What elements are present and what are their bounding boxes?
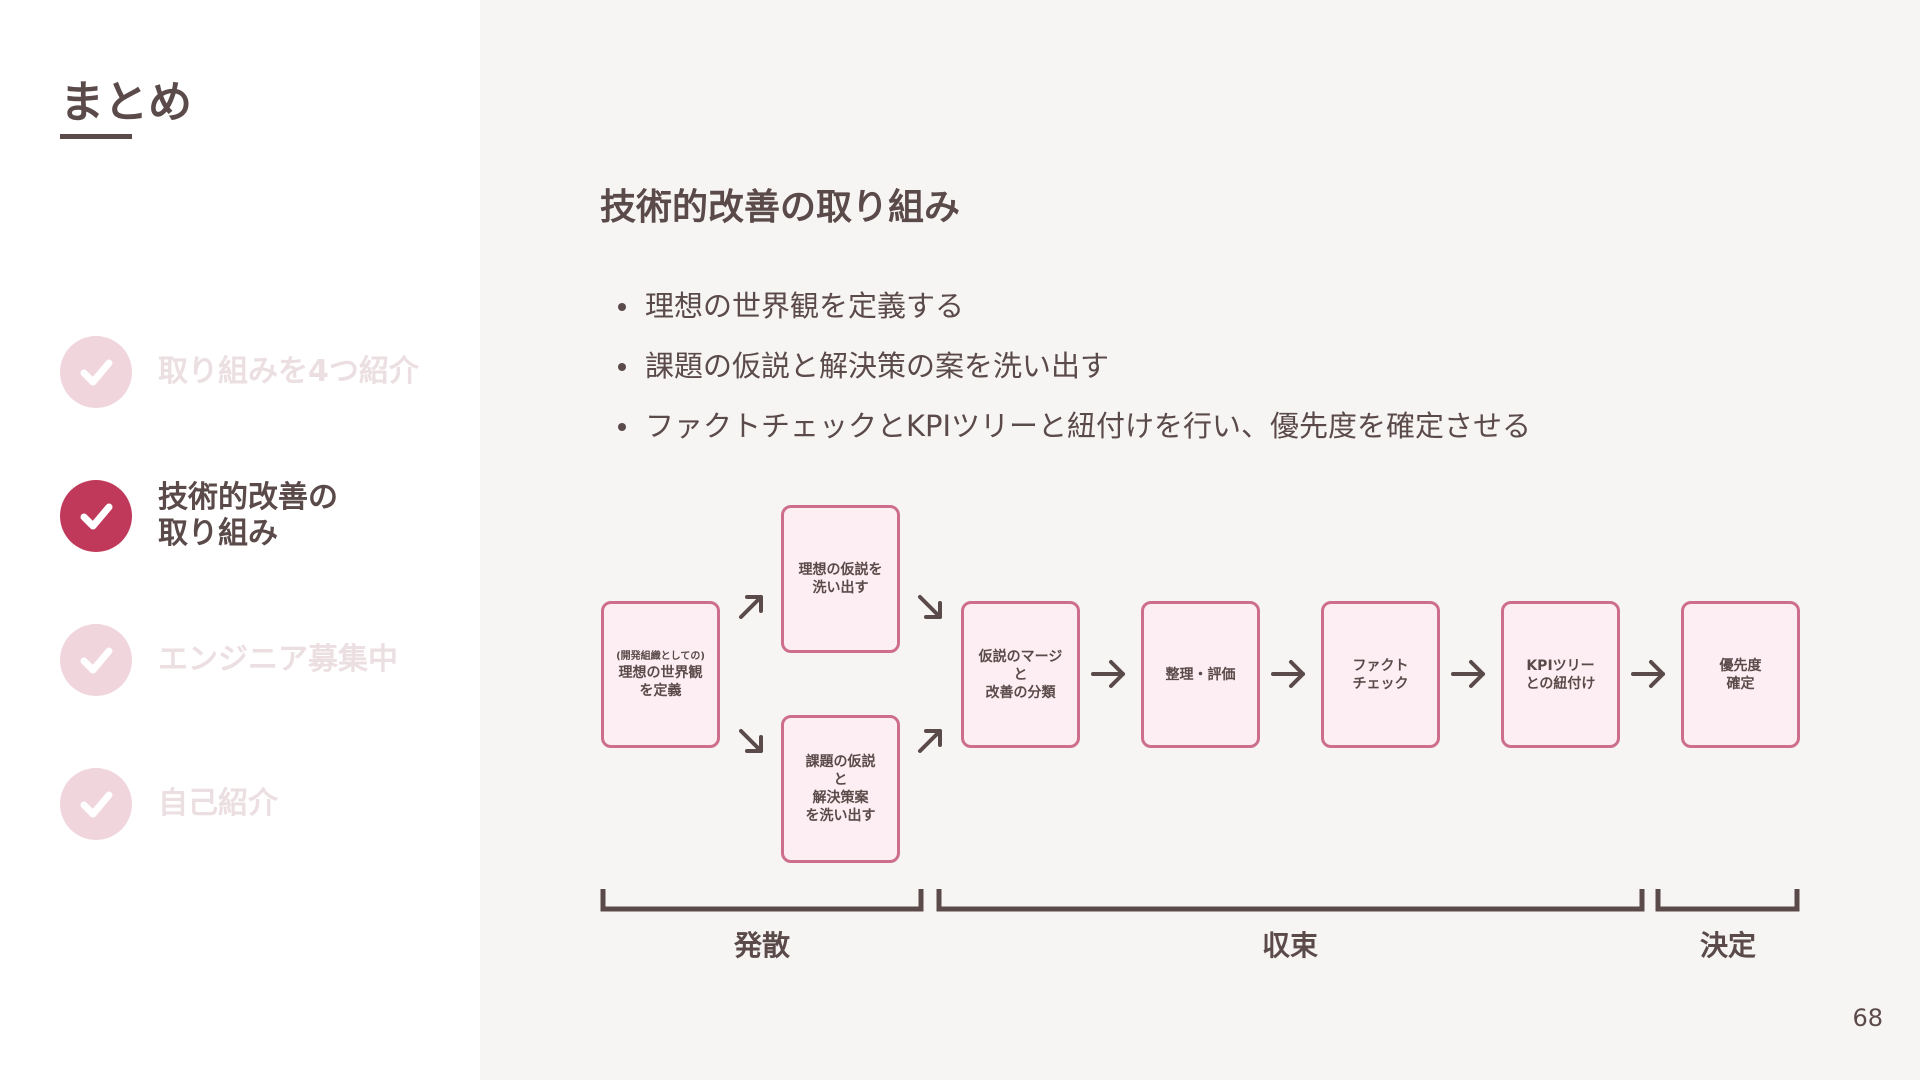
- check-circle-icon: [60, 768, 132, 840]
- node-line: と: [833, 772, 848, 788]
- sidebar: まとめ 取り組みを4つ紹介 技術的改善の 取り組み エンジニア募集中 自己紹介: [0, 0, 480, 1080]
- phase-label-diverge: 発散: [733, 929, 790, 962]
- node-line: 洗い出す: [812, 580, 869, 596]
- arrow-icon: [1271, 660, 1305, 688]
- node-define-ideal-world: (開発組織としての) 理想の世界観 を定義: [601, 601, 720, 748]
- node-merge-classify: 仮説のマージ と 改善の分類: [961, 601, 1080, 748]
- node-line: 理想の世界観: [618, 664, 703, 681]
- bullet-item: 理想の世界観を定義する: [610, 276, 1531, 336]
- node-line: KPIツリー: [1526, 657, 1595, 674]
- bracket-diverge: [600, 889, 924, 912]
- node-line: を定義: [639, 682, 682, 699]
- arrow-icon: [1451, 660, 1485, 688]
- bullet-list: 理想の世界観を定義する 課題の仮説と解決策の案を洗い出す ファクトチェックとKP…: [610, 276, 1531, 456]
- nav-label: 技術的改善の 取り組み: [158, 480, 338, 551]
- bracket-converge: [936, 889, 1645, 912]
- main-panel: [480, 0, 1920, 1080]
- node-note: (開発組織としての): [616, 650, 705, 662]
- node-line: を洗い出す: [805, 808, 876, 824]
- nav-item-tech-improvement[interactable]: 技術的改善の 取り組み: [60, 480, 338, 552]
- node-line: 確定: [1726, 675, 1755, 692]
- node-priority-confirm: 優先度 確定: [1681, 601, 1800, 748]
- section-title: 技術的改善の取り組み: [600, 187, 961, 228]
- check-circle-icon: [60, 624, 132, 696]
- nav-item-hiring[interactable]: エンジニア募集中: [60, 624, 398, 696]
- node-organize-evaluate: 整理・評価: [1141, 601, 1260, 748]
- check-circle-icon: [60, 480, 132, 552]
- nav-item-self-intro[interactable]: 自己紹介: [60, 768, 278, 840]
- arrow-icon: [739, 595, 763, 619]
- title-underline: [60, 134, 132, 139]
- node-line: 課題の仮説: [805, 754, 876, 770]
- nav-label: 自己紹介: [158, 786, 278, 821]
- sidebar-title: まとめ: [60, 77, 192, 128]
- bracket-decide: [1655, 889, 1800, 912]
- node-line: 優先度: [1719, 657, 1762, 674]
- page-number: 68: [1852, 1004, 1883, 1032]
- node-kpi-link: KPIツリー との紐付け: [1501, 601, 1620, 748]
- node-issue-hypothesis: 課題の仮説 と 解決策案 を洗い出す: [781, 715, 900, 863]
- node-line: 改善の分類: [985, 684, 1056, 701]
- arrow-icon: [1091, 660, 1125, 688]
- nav-label: エンジニア募集中: [158, 642, 398, 677]
- node-fact-check: ファクト チェック: [1321, 601, 1440, 748]
- node-line: との紐付け: [1525, 675, 1596, 692]
- arrow-icon: [918, 595, 942, 619]
- arrow-icon: [739, 729, 763, 753]
- nav-label: 取り組みを4つ紹介: [158, 354, 419, 389]
- node-line: 仮説のマージ: [978, 648, 1063, 665]
- node-line: 解決策案: [812, 790, 869, 806]
- phase-label-converge: 収束: [1261, 929, 1318, 962]
- nav-item-intro-four[interactable]: 取り組みを4つ紹介: [60, 336, 419, 408]
- node-line: 整理・評価: [1165, 666, 1236, 683]
- check-circle-icon: [60, 336, 132, 408]
- node-line: と: [1013, 666, 1028, 683]
- phase-label-decide: 決定: [1699, 929, 1756, 962]
- node-line: ファクト: [1352, 657, 1409, 674]
- bullet-item: ファクトチェックとKPIツリーと紐付けを行い、優先度を確定させる: [610, 396, 1531, 456]
- node-line: 理想の仮説を: [798, 562, 883, 578]
- bullet-item: 課題の仮説と解決策の案を洗い出す: [610, 336, 1531, 396]
- node-line: チェック: [1352, 675, 1409, 692]
- arrow-icon: [918, 729, 942, 753]
- arrow-icon: [1631, 660, 1665, 688]
- node-ideal-hypothesis: 理想の仮説を 洗い出す: [781, 505, 900, 653]
